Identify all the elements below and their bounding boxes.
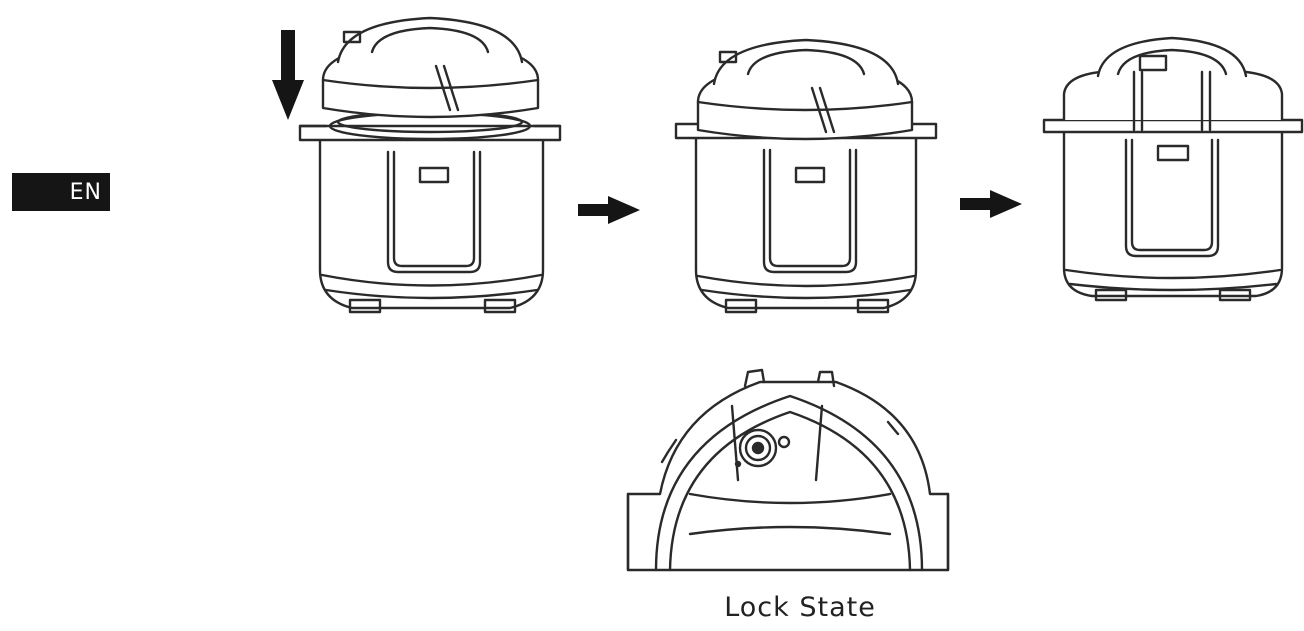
arrow-down-icon <box>272 30 304 120</box>
lock-state-caption: Lock State <box>724 592 876 623</box>
arrow-right-icon <box>578 196 640 224</box>
pressure-cooker-locked <box>1044 38 1302 300</box>
arrow-right-icon <box>960 190 1022 218</box>
pressure-cooker-lid-set <box>676 40 936 312</box>
lid-top-view-locked <box>628 370 948 570</box>
pressure-cooker-lid-placing <box>300 18 560 312</box>
language-badge: EN <box>12 173 110 211</box>
